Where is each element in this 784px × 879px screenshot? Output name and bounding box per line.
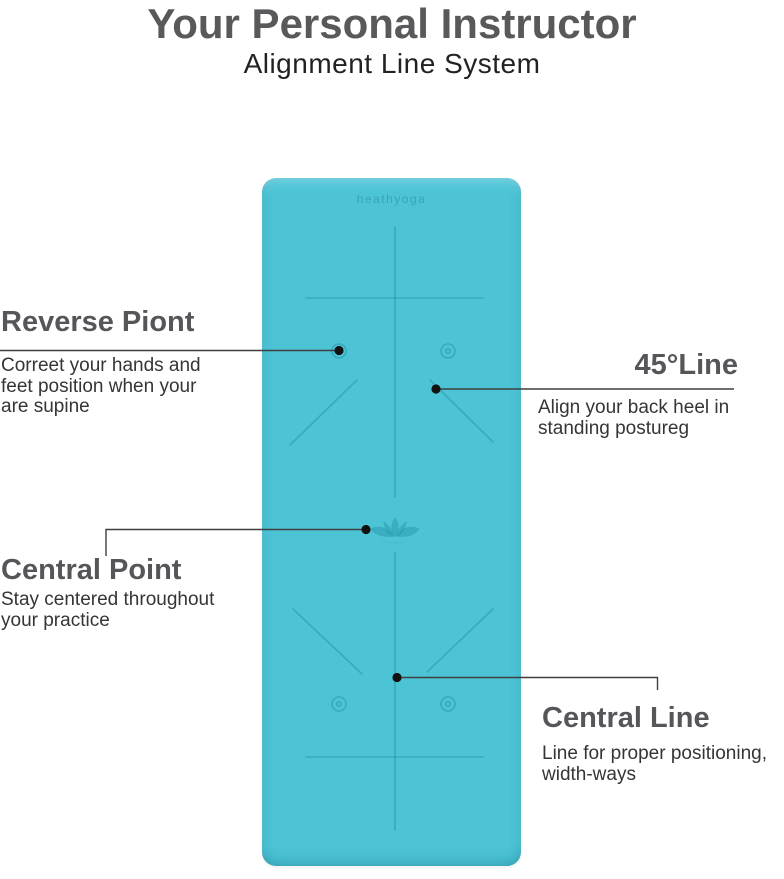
callout-central-line-title: Central Line [542, 702, 710, 734]
yoga-mat: heathyoga [262, 178, 521, 866]
diagonal-45-top-left [289, 379, 358, 446]
callout-central-line-body: Line for proper positioning, width-ways [542, 743, 767, 785]
callout-central-point-title: Central Point [1, 554, 182, 586]
page-title: Your Personal Instructor [147, 0, 637, 47]
callout-reverse-point-body: Correet your hands and feet position whe… [1, 355, 201, 417]
callout-central-line: Central Line Line for proper positioning… [542, 701, 784, 785]
callout-45-line-title: 45°Line [634, 349, 738, 381]
target-circle-icon [440, 343, 456, 359]
callout-reverse-point-title: Reverse Piont [1, 306, 195, 338]
lotus-icon [370, 517, 420, 544]
callout-central-point-body: Stay centered throughout your practice [1, 589, 215, 631]
callout-45-line: 45°Line Align your back heel in standing… [538, 348, 738, 439]
diagonal-45-bottom-right [426, 608, 494, 673]
diagonal-45-top-right [429, 379, 494, 443]
mat-brand-text: heathyoga [356, 192, 427, 206]
target-circle-icon [331, 696, 347, 712]
page-subtitle: Alignment Line System [243, 48, 541, 79]
diagonal-45-bottom-left [292, 608, 363, 675]
callout-central-point: Central Point Stay centered throughout y… [1, 553, 243, 631]
target-circle-icon [440, 696, 456, 712]
target-circle-icon [331, 343, 347, 359]
callout-reverse-point: Reverse Piont Correet your hands and fee… [1, 305, 225, 418]
alignment-lines [289, 226, 494, 831]
callout-45-line-body: Align your back heel in standing posture… [538, 397, 730, 439]
